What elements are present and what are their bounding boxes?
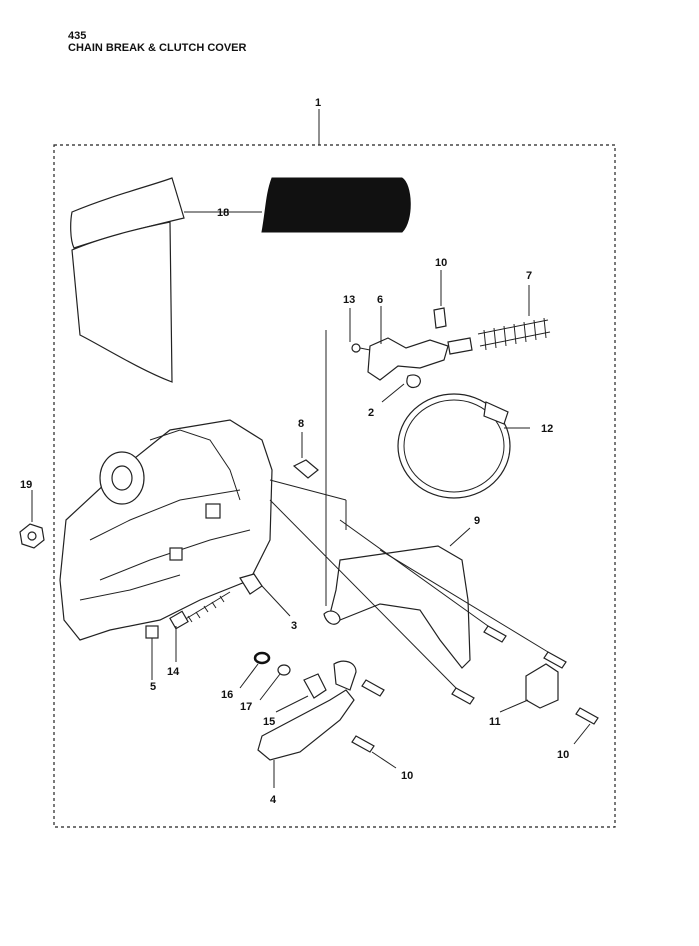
callout-2: 2	[368, 407, 374, 419]
callout-17: 17	[240, 701, 252, 713]
callout-14: 14	[167, 666, 180, 678]
part-19-nut	[19, 490, 45, 549]
screw	[351, 735, 375, 753]
callout-11: 11	[489, 716, 501, 728]
part-8-sleeve	[292, 432, 319, 479]
screw	[451, 687, 475, 705]
part-12-brake-band	[397, 393, 530, 499]
callout-12: 12	[541, 423, 553, 435]
callout-15: 15	[263, 716, 275, 728]
callout-10: 10	[435, 257, 447, 269]
part-7-spring	[477, 285, 551, 351]
part-6-lever	[349, 270, 473, 403]
part-11-block	[499, 663, 559, 713]
screws	[269, 499, 599, 769]
callout-16: 16	[221, 689, 233, 701]
callout-6: 6	[377, 294, 383, 306]
callout-10: 10	[401, 770, 413, 782]
callout-9: 9	[474, 515, 480, 527]
callout-labels: 1 18 10 7 13 6 2 12 8 19 9 3 14 5 16 17 …	[20, 97, 569, 806]
callout-4: 4	[270, 794, 277, 806]
clutch-cover-body	[59, 419, 347, 641]
part-9-bracket	[323, 330, 471, 669]
page-title: CHAIN BREAK & CLUTCH COVER	[68, 42, 247, 54]
callout-18: 18	[217, 207, 229, 219]
chain-tensioner	[145, 573, 327, 713]
callout-7: 7	[526, 270, 532, 282]
kit-boundary	[53, 144, 616, 828]
part-4-handle	[257, 660, 357, 788]
screw	[575, 707, 599, 725]
callout-1: 1	[315, 97, 321, 109]
callout-13: 13	[343, 294, 355, 306]
callout-19: 19	[20, 479, 32, 491]
callout-3: 3	[291, 620, 297, 632]
screw	[361, 679, 385, 697]
screw	[483, 625, 507, 643]
page-header: 435 CHAIN BREAK & CLUTCH COVER	[68, 30, 246, 54]
screw	[543, 651, 567, 669]
part-18-decal	[70, 177, 411, 383]
model-number: 435	[68, 30, 87, 42]
callout-5: 5	[150, 681, 156, 693]
callout-8: 8	[298, 418, 304, 430]
callout-10: 10	[557, 749, 569, 761]
